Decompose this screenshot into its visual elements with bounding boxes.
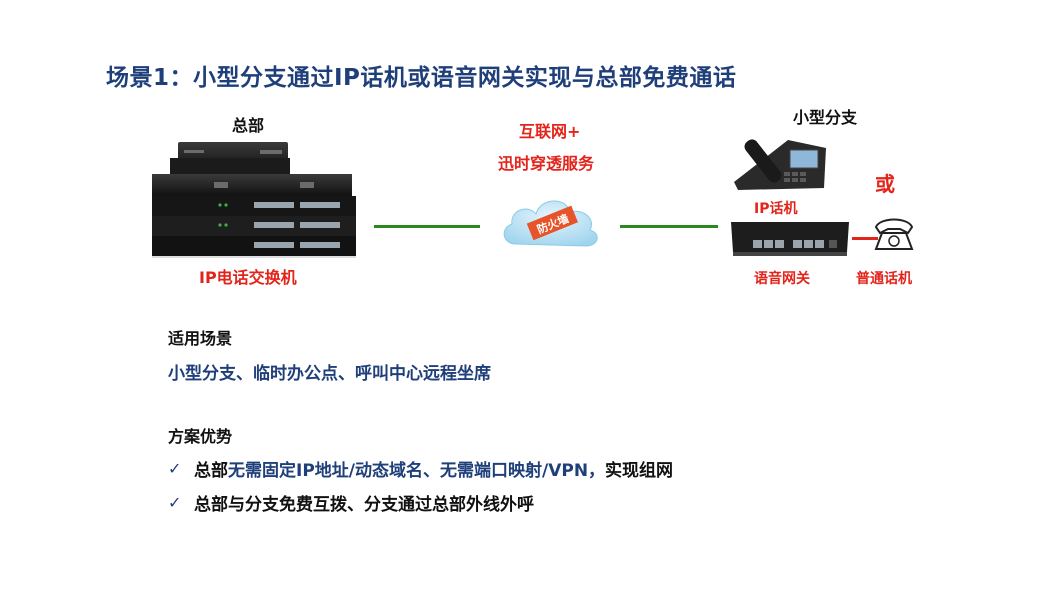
hq-label: 总部: [232, 116, 265, 135]
internet-label: 互联网+: [519, 122, 581, 141]
ip-pbx-label: IP电话交换机: [199, 268, 297, 287]
branch-link-line: [620, 225, 718, 228]
check-icon: ✓: [168, 459, 182, 478]
voice-gateway-label: 语音网关: [754, 271, 810, 287]
gateway-phone-line: [852, 237, 878, 240]
hq-link-line: [374, 225, 480, 228]
scenarios-text: 小型分支、临时办公点、呼叫中心远程坐席: [168, 364, 491, 384]
advantage-text: 总部无需固定IP地址/动态域名、无需端口映射/VPN，实现组网: [194, 456, 673, 481]
ip-phone-label: IP话机: [754, 201, 798, 217]
scenarios-heading: 适用场景: [168, 329, 233, 348]
branch-label: 小型分支: [793, 108, 858, 127]
ip-pbx-device-image: [152, 142, 356, 258]
advantages-heading: 方案优势: [168, 427, 233, 446]
check-icon: ✓: [168, 493, 182, 512]
ip-phone-icon: [734, 139, 826, 190]
advantage-item: ✓ 总部无需固定IP地址/动态域名、无需端口映射/VPN，实现组网: [168, 456, 673, 481]
analog-phone-label: 普通话机: [856, 271, 912, 287]
advantage-text: 总部与分支免费互拨、分支通过总部外线外呼: [194, 490, 534, 515]
analog-phone-icon: [874, 218, 914, 250]
voice-gateway-icon: [731, 222, 849, 256]
advantage-text-part2: 无需固定IP地址/动态域名、无需端口映射/VPN，: [228, 461, 606, 481]
advantage-item: ✓ 总部与分支免费互拨、分支通过总部外线外呼: [168, 490, 534, 515]
or-label: 或: [875, 172, 895, 196]
advantage-text-part1: 总部: [194, 461, 228, 481]
penetration-service-label: 迅时穿透服务: [498, 154, 595, 173]
advantage-text-part1: 总部与分支免费互拨、分支通过总部外线外呼: [194, 495, 534, 515]
page-title: 场景1：小型分支通过IP话机或语音网关实现与总部免费通话: [106, 65, 737, 91]
cloud-firewall-icon: 防火墙: [503, 200, 598, 247]
advantage-text-part3: 实现组网: [605, 461, 674, 481]
